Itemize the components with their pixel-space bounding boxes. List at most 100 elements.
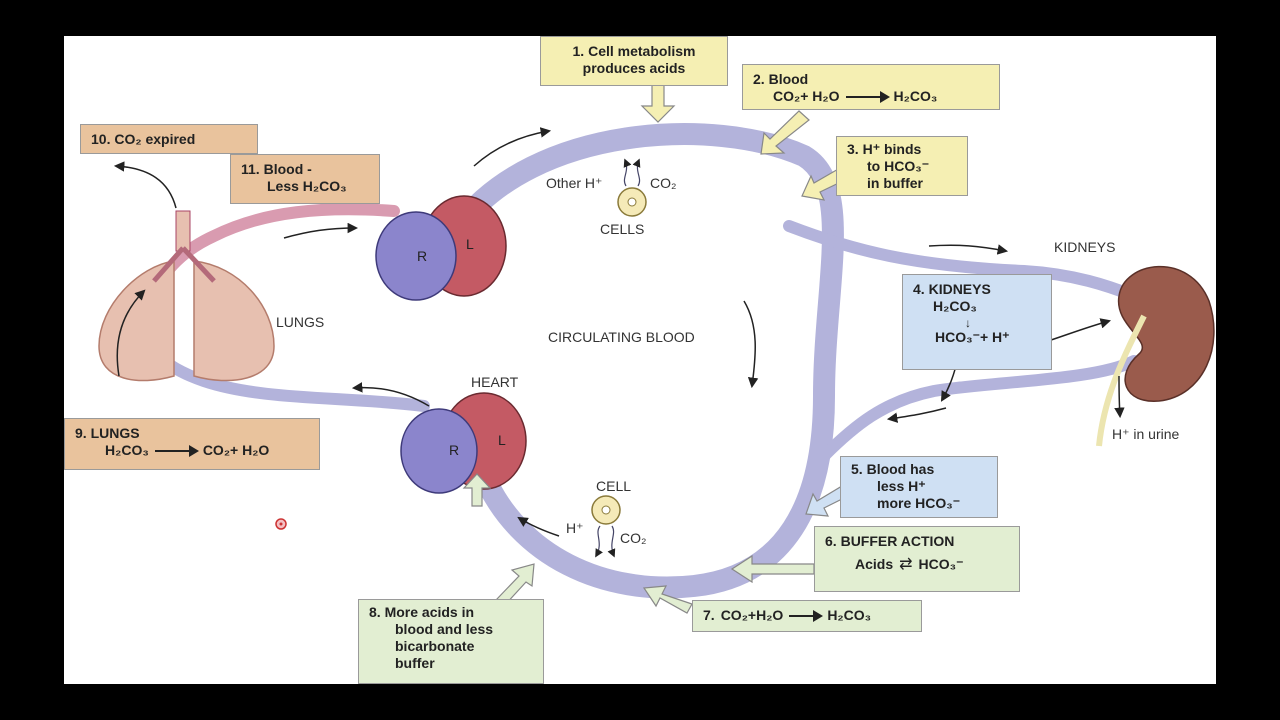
wavy-co2-top <box>632 158 641 187</box>
step-2-right: H₂CO₃ <box>893 88 938 104</box>
flow-arrow-right-down <box>743 300 759 389</box>
step-9-num: 9. <box>75 425 87 441</box>
top-heart-r: R <box>417 248 428 264</box>
step-10-box: 10. CO₂ expired <box>80 124 258 154</box>
ureter <box>1096 314 1147 447</box>
step-7-box: 7. CO₂+H₂O H₂CO₃ <box>692 600 922 632</box>
callout-arrow-2 <box>760 110 810 155</box>
step-8-line1: More acids in <box>384 604 475 620</box>
step-6-reversible-icon: ⇄ <box>899 556 913 573</box>
step-8-box: 8. More acids in blood and less bicarbon… <box>358 599 544 684</box>
cells-label: CELLS <box>600 221 645 237</box>
callout-arrow-1 <box>640 79 676 123</box>
step-8-num: 8. <box>369 604 381 620</box>
step-5-line1: Blood has <box>866 461 935 477</box>
step-2-box: 2. Blood CO₂+ H₂O H₂CO₃ <box>742 64 1000 110</box>
step-1-line1: Cell metabolism <box>588 43 696 59</box>
callout-arrow-6 <box>730 554 815 584</box>
kidney-h-arrow <box>1041 318 1112 344</box>
bronchi <box>152 246 216 283</box>
diagram-artwork <box>98 79 1215 614</box>
step-10-num: 10. <box>91 131 111 147</box>
flow-arrow-heart-left <box>351 382 430 407</box>
step-11-num: 11. <box>241 161 260 177</box>
step-9-left: H₂CO₃ <box>105 442 149 458</box>
wavy-other-h <box>623 158 632 187</box>
step-6-left: Acids <box>855 556 894 572</box>
step-3-line1: H⁺ binds <box>862 141 922 157</box>
step-3-line3: in buffer <box>867 175 923 191</box>
flow-arrow-top <box>473 127 552 167</box>
h-plus-label: H⁺ <box>566 520 584 536</box>
callout-arrow-7 <box>642 585 693 614</box>
step-7-right: H₂CO₃ <box>827 607 872 623</box>
step-10-text: CO₂ expired <box>114 131 196 147</box>
step-6-num: 6. <box>825 533 837 549</box>
step-5-box: 5. Blood has less H⁺ more HCO₃⁻ <box>840 456 998 518</box>
flow-arrow-lungs <box>283 222 359 239</box>
trachea <box>175 210 191 252</box>
other-h-label: Other H⁺ <box>546 175 603 191</box>
step-4-num: 4. <box>913 281 925 297</box>
step-6-title: BUFFER ACTION <box>840 533 955 549</box>
step-5-line2: less H⁺ <box>877 478 926 494</box>
step-11-box: 11. Blood - Less H₂CO₃ <box>230 154 380 204</box>
step-4-box: 4. KIDNEYS H₂CO₃ ↓ HCO₃⁻+ H⁺ <box>902 274 1052 370</box>
kidney <box>1118 265 1215 402</box>
step-7-arrow <box>789 609 824 622</box>
step-4-title: KIDNEYS <box>928 281 991 297</box>
step-5-num: 5. <box>851 461 863 477</box>
step-7-left: CO₂+H₂O <box>720 607 784 623</box>
step-2-left: CO₂+ H₂O <box>773 88 840 104</box>
step-11-line2: Less H₂CO₃ <box>267 178 347 194</box>
flow-arrow-kidney-out <box>886 407 947 423</box>
step-1-line2: produces acids <box>582 60 686 76</box>
bottom-heart-l: L <box>498 432 506 448</box>
kidney-artery <box>783 220 1140 302</box>
diagram-canvas: LUNGS HEART KIDNEYS CIRCULATING BLOOD CE… <box>64 36 1216 684</box>
urine-arrow <box>1114 375 1125 419</box>
right-lung <box>193 260 275 382</box>
step-3-num: 3. <box>847 141 859 157</box>
callout-arrow-8 <box>495 563 535 607</box>
wavy-h-bottom <box>595 525 603 558</box>
step-11-line1: Blood - <box>263 161 312 177</box>
flow-arrow-kidney-in <box>928 244 1009 255</box>
step-9-arrow <box>154 444 199 457</box>
step-3-box: 3. H⁺ binds to HCO₃⁻ in buffer <box>836 136 968 196</box>
step-7-num: 7. <box>703 607 715 623</box>
main-circulation-vessel <box>448 123 844 599</box>
step-2-num: 2. <box>753 71 765 87</box>
step-1-box: 1. Cell metabolism produces acids <box>540 36 728 86</box>
top-heart-l: L <box>466 236 474 252</box>
bottom-heart-right <box>400 408 478 494</box>
step-2-title: Blood <box>768 71 809 87</box>
flow-arrow-cell <box>517 516 560 537</box>
top-heart-right <box>375 211 457 301</box>
step-2-arrow <box>845 90 890 103</box>
step-6-box: 6. BUFFER ACTION Acids ⇄ HCO₃⁻ <box>814 526 1020 592</box>
step-3-line2: to HCO₃⁻ <box>867 158 930 174</box>
step-9-right: CO₂+ H₂O <box>202 442 270 458</box>
callout-arrow-8b <box>462 473 492 507</box>
step-8-line2: blood and less <box>395 621 494 637</box>
kidney-vein <box>818 355 1140 462</box>
bottom-heart-r: R <box>449 442 460 458</box>
step-4-formula2: HCO₃⁻+ H⁺ <box>935 329 1010 345</box>
step-4-down-arrow: ↓ <box>965 316 971 330</box>
step-9-box: 9. LUNGS H₂CO₃ CO₂+ H₂O <box>64 418 320 470</box>
step-9-title: LUNGS <box>90 425 140 441</box>
kidneys-label: KIDNEYS <box>1054 239 1116 255</box>
circulating-blood-label: CIRCULATING BLOOD <box>548 329 695 345</box>
co2-bottom-label: CO₂ <box>620 530 647 546</box>
cell-label: CELL <box>596 478 632 494</box>
step-8-line3: bicarbonate <box>395 638 475 654</box>
lungs-label: LUNGS <box>276 314 325 330</box>
urine-label: H⁺ in urine <box>1112 426 1180 442</box>
step-8-line4: buffer <box>395 655 435 671</box>
step-4-formula1: H₂CO₃ <box>933 298 977 314</box>
heart-label: HEART <box>471 374 519 390</box>
wavy-co2-bottom <box>607 525 616 558</box>
co2-expired-arrow <box>113 161 177 209</box>
co2-top-label: CO₂ <box>650 175 677 191</box>
